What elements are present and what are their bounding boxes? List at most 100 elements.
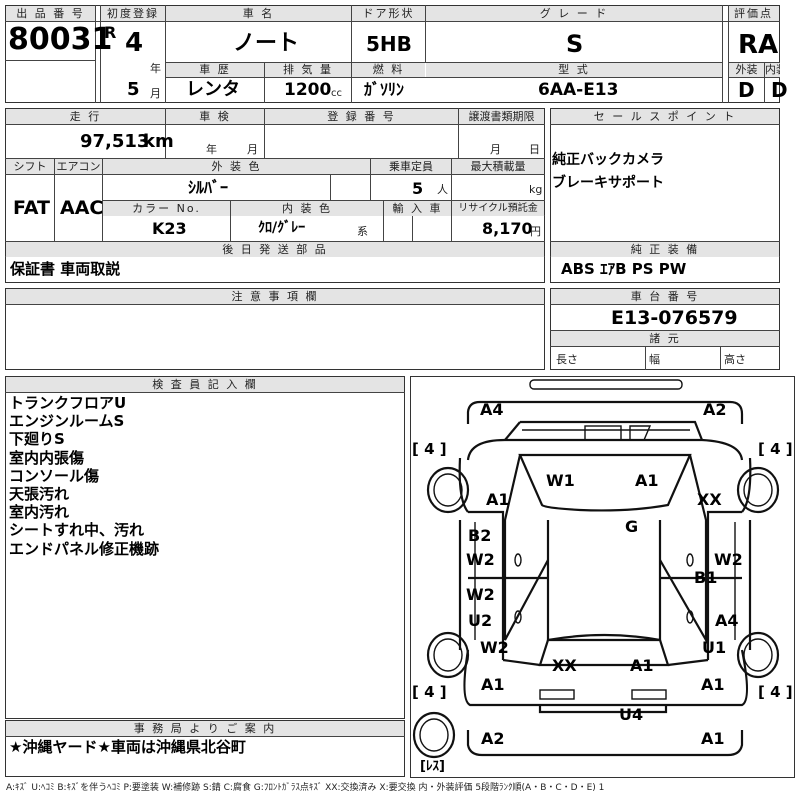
mark-left-front-fender: A1 <box>486 490 510 509</box>
sales-point-1: 純正バックカメラ <box>552 152 664 168</box>
capacity-unit: 人 <box>437 183 448 196</box>
score-label: 評価点 <box>728 6 779 21</box>
office-notice-label: 事 務 局 よ り ご 案 内 <box>6 721 404 736</box>
interior-color-suffix: 系 <box>357 225 368 238</box>
spec-height-label: 高さ <box>724 353 746 366</box>
model-code-label: 型 式 <box>426 63 722 77</box>
reg-year-unit: 年 <box>150 62 161 75</box>
specs-label: 諸 元 <box>551 331 779 346</box>
mark-front-bumper-right: A2 <box>703 400 727 419</box>
later-parts: 保証書 車両取説 <box>10 260 121 278</box>
first-reg-label: 初度登録 <box>101 6 165 21</box>
fuel-type: ｶﾞｿﾘﾝ <box>364 80 405 99</box>
recycle-unit: 円 <box>530 225 541 238</box>
mileage-value: 97,513 <box>80 131 150 152</box>
transfer-day-unit: 日 <box>529 143 540 156</box>
aircon-value: AAC <box>60 197 104 219</box>
mark-right-rear-fender: A1 <box>701 675 725 694</box>
reg-month-unit: 月 <box>150 87 161 100</box>
transfer-doc-label: 譲渡書類期限 <box>459 109 544 124</box>
int-color-label: 内 装 色 <box>231 201 383 216</box>
inspector-note: 天張汚れ <box>9 485 70 504</box>
inspection-month-unit: 月 <box>247 143 258 156</box>
office-notice: ★沖縄ヤード★車両は沖縄県北谷町 <box>9 738 246 756</box>
inspector-label: 検 査 員 記 入 欄 <box>6 377 404 392</box>
mark-front-bumper-left: A4 <box>480 400 504 419</box>
capacity-value: 5 <box>412 179 424 198</box>
mark-left-rear-glass: W2 <box>466 585 495 604</box>
grade-label: グ レ ー ド <box>426 6 722 21</box>
door-type: 5HB <box>366 32 412 56</box>
evaluation-score: RA <box>738 30 779 60</box>
sales-point-label: セ ー ル ス ポ イ ン ト <box>551 109 779 124</box>
inspector-note: コンソール傷 <box>9 466 100 485</box>
aircon-label: エアコン <box>55 159 102 174</box>
ext-color-label: 外 装 色 <box>103 159 370 174</box>
notes-label: 注 意 事 項 欄 <box>6 289 544 304</box>
transfer-month-unit: 月 <box>490 143 501 156</box>
inspector-notes-box <box>5 376 405 719</box>
mark-right-quarter: U1 <box>702 638 727 657</box>
interior-grade: D <box>771 78 788 102</box>
mark-right-rear-door: A4 <box>715 611 739 630</box>
mark-hood: A1 <box>635 471 659 490</box>
mileage-unit: km <box>143 131 174 152</box>
mark-rear-glass: XX <box>552 656 577 675</box>
car-body-diagram <box>412 379 780 759</box>
interior-color: ｸﾛ/ｸﾞﾚｰ <box>258 220 306 236</box>
era-letter: R <box>104 23 117 42</box>
displacement-label: 排 気 量 <box>265 63 351 77</box>
mark-rear-bumper-left: A2 <box>481 729 505 748</box>
chassis-no-label: 車 台 番 号 <box>551 289 779 304</box>
sales-point-2: ブレーキサポート <box>552 175 664 191</box>
mark-rear-bumper-right: A1 <box>701 729 725 748</box>
vehicle-history: レンタ <box>186 79 240 100</box>
tire-front-left: [ 4 ] <box>412 440 447 458</box>
mark-left-rear-fender: A1 <box>481 675 505 694</box>
color-no-label: カラー No. <box>103 201 230 216</box>
reg-month: 5 <box>127 79 140 100</box>
lot-no-label: 出 品 番 号 <box>6 6 95 21</box>
damage-legend: A:ｷｽﾞ U:ﾍｺﾐ B:ｷｽﾞを伴うﾍｺﾐ P:要塗装 W:補修跡 S:錆 … <box>6 783 605 793</box>
grade: S <box>566 30 584 58</box>
shift-value: FAT <box>13 197 50 219</box>
later-parts-label: 後 日 発 送 部 品 <box>6 242 544 257</box>
mark-left-quarter-glass: W2 <box>480 638 509 657</box>
max-load-label: 最大積載量 <box>452 159 544 174</box>
reg-no-label: 登 録 番 号 <box>265 109 458 124</box>
mark-windshield: W1 <box>546 471 575 490</box>
car-name: ノート <box>233 31 300 56</box>
mileage-label: 走 行 <box>6 109 165 124</box>
max-load-unit: kg <box>529 183 543 196</box>
chassis-number: E13-076579 <box>611 307 738 329</box>
inspector-note: エンジンルームS <box>9 412 125 431</box>
mark-rear-panel: U4 <box>619 705 644 724</box>
mark-roof: G <box>625 517 639 536</box>
fuel-label: 燃 料 <box>352 63 425 77</box>
genuine-equip-label: 純 正 装 備 <box>551 242 779 257</box>
inspector-note: エンドパネル修正機跡 <box>9 539 160 558</box>
mark-right-front-fender: XX <box>697 490 722 509</box>
inspection-label: 車 検 <box>166 109 264 124</box>
tire-rear-right: [ 4 ] <box>758 683 793 701</box>
car-name-label: 車 名 <box>166 6 351 21</box>
recycle-label: リサイクル預託金 <box>452 201 544 216</box>
inspector-note: 室内内張傷 <box>9 448 85 467</box>
history-label: 車 歴 <box>166 63 264 77</box>
mark-trunk: A1 <box>630 656 654 675</box>
model-code: 6AA-E13 <box>538 80 619 100</box>
inspector-note: 下廻りS <box>9 430 65 449</box>
genuine-equipment: ABS ｴｱB PS PW <box>561 260 687 278</box>
spec-length-label: 長さ <box>556 353 578 366</box>
interior-label: 内装 <box>765 63 780 77</box>
displacement-unit: cc <box>331 88 342 99</box>
color-number: K23 <box>152 219 187 238</box>
exterior-color: ｼﾙﾊﾞｰ <box>188 178 229 197</box>
reg-year: 4 <box>125 28 144 58</box>
import-label: 輸 入 車 <box>384 201 451 216</box>
lot-number: 80031 <box>8 22 113 57</box>
spare-tire-label: [ﾚｽ] <box>420 759 445 774</box>
displacement-value: 1200 <box>284 80 332 100</box>
inspection-year-unit: 年 <box>206 143 217 156</box>
exterior-grade: D <box>738 78 755 102</box>
